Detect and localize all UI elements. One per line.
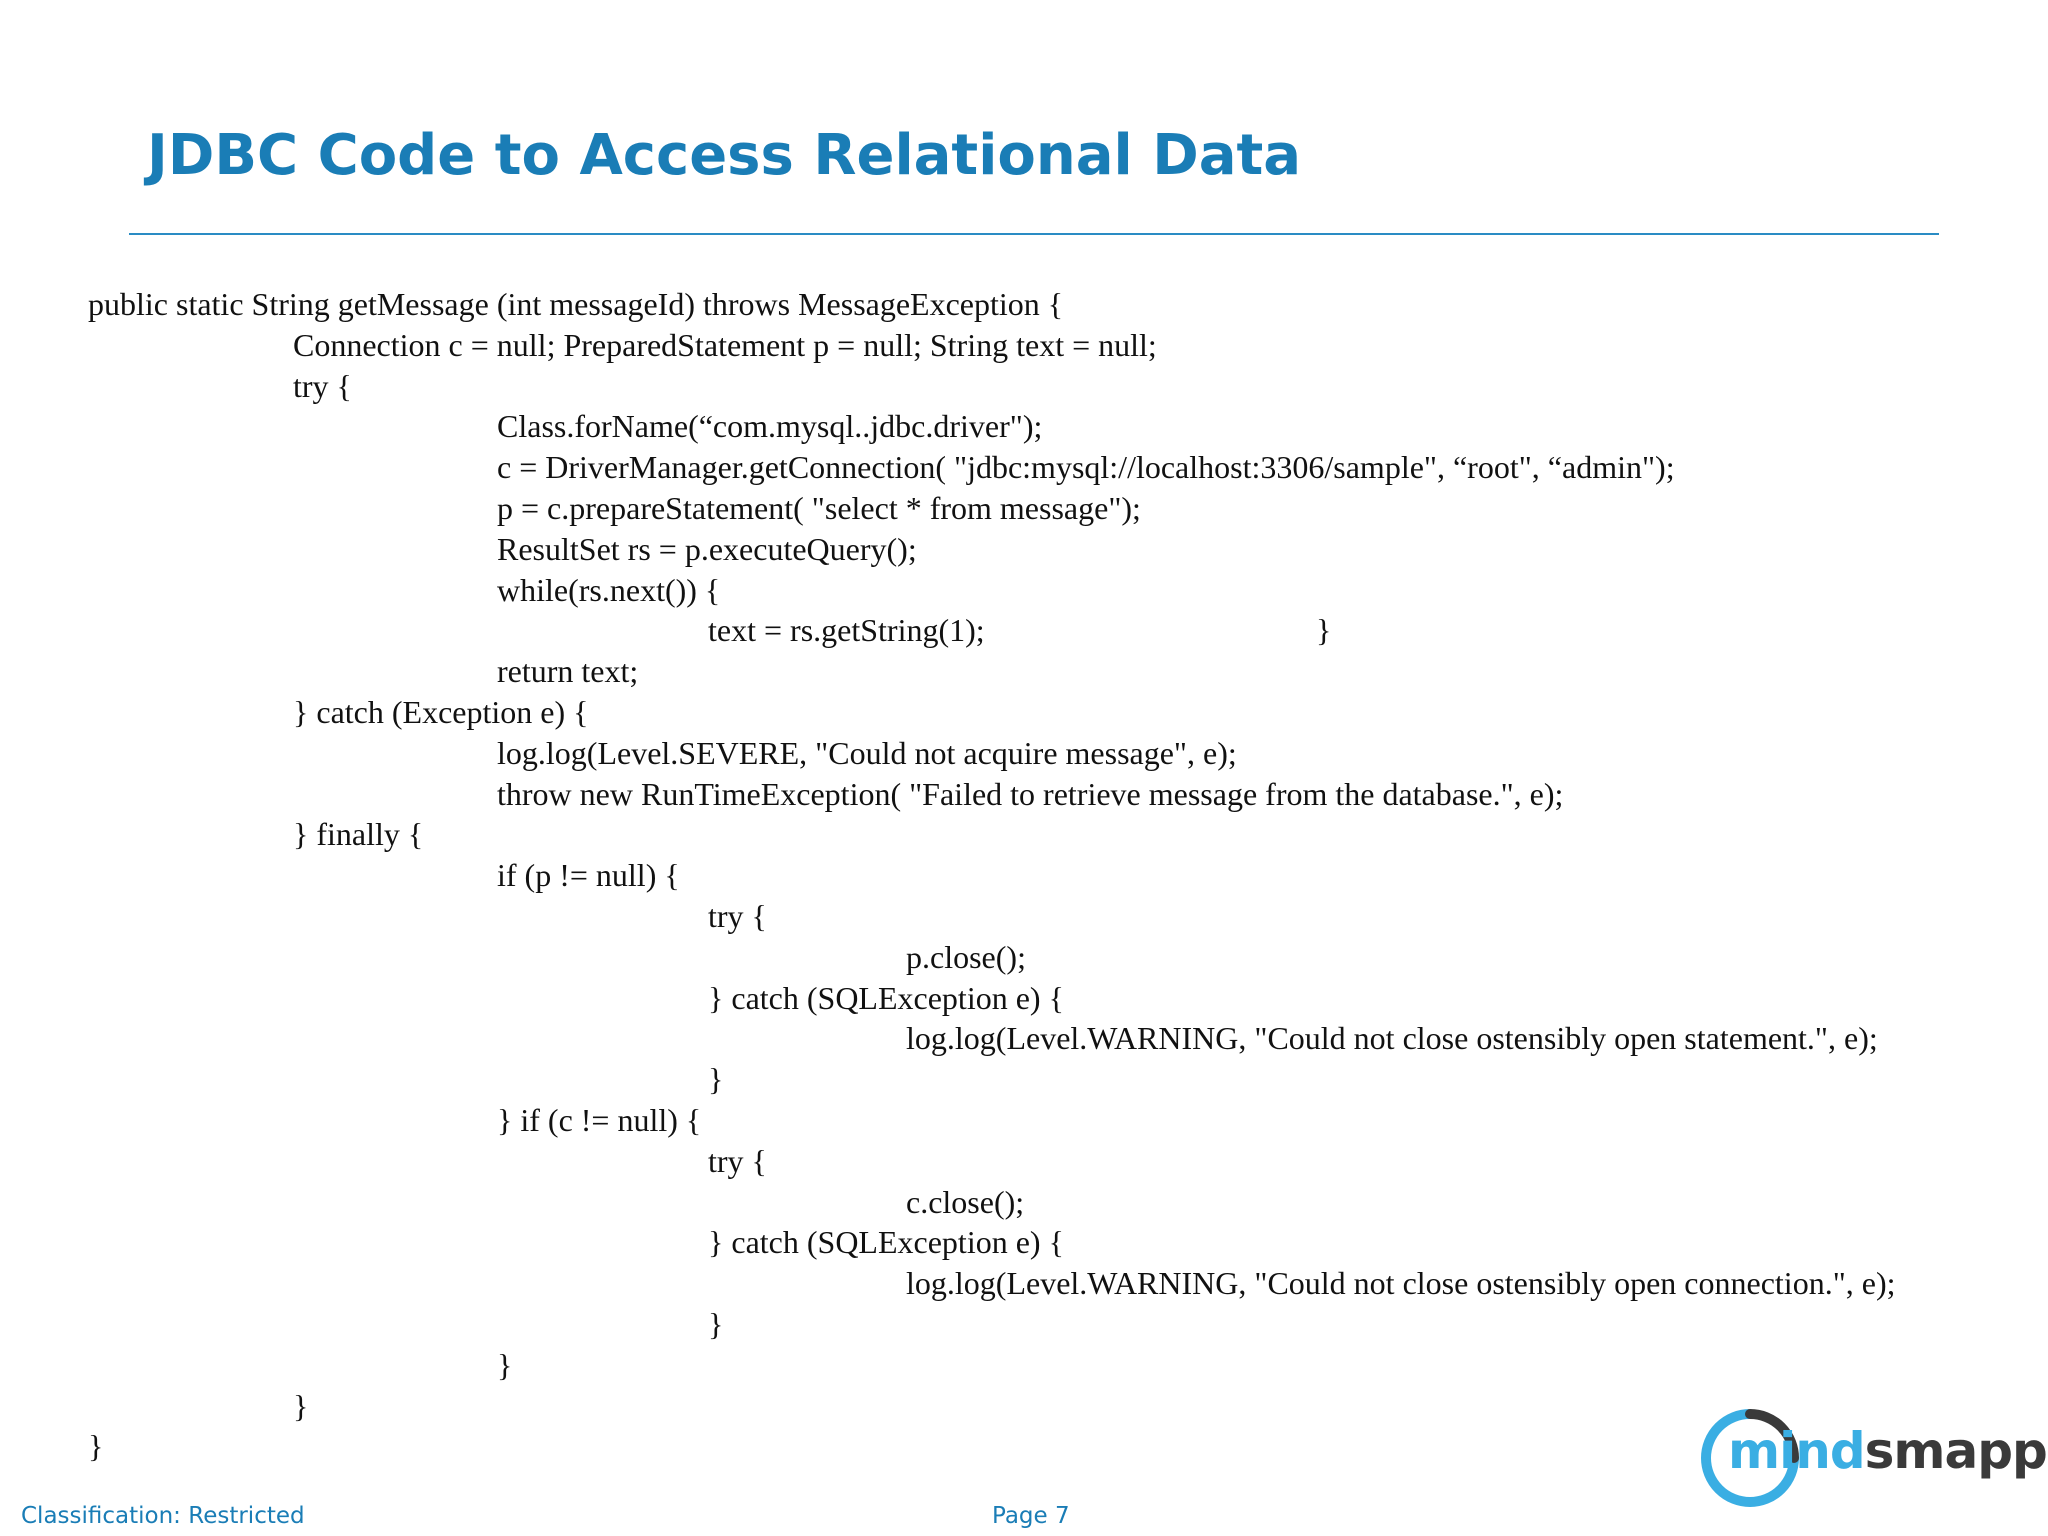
code-line: } [708, 1061, 724, 1098]
code-line: } [88, 1428, 104, 1465]
title-divider [129, 233, 1939, 235]
code-line: } [497, 1346, 513, 1383]
code-line: log.log(Level.WARNING, "Could not close … [906, 1265, 1896, 1302]
code-line: try { [708, 898, 767, 934]
code-line: try { [708, 1142, 767, 1179]
code-line: } catch (SQLException e) { [708, 979, 1064, 1016]
code-line: try { [293, 367, 352, 404]
code-line: p.close(); [906, 938, 1026, 975]
code-line: while(rs.next()) { [497, 571, 721, 608]
code-line-trailing-brace: } [1316, 612, 1332, 649]
code-line: if (p != null) { [497, 857, 680, 894]
code-line: Connection c = null; PreparedStatement p… [293, 326, 1157, 363]
code-line: ResultSet rs = p.executeQuery(); [497, 530, 917, 567]
logo-ring-icon [1701, 1409, 1799, 1507]
code-line: public static String getMessage (int mes… [88, 286, 1064, 322]
code-line: c = DriverManager.getConnection( "jdbc:m… [497, 449, 1675, 486]
mindsmapped-logo: mindsmapped [1700, 1404, 2048, 1520]
code-line: } catch (SQLException e) { [708, 1224, 1064, 1261]
page-number: Page 7 [992, 1503, 1070, 1529]
code-line: text = rs.getString(1); [708, 612, 985, 649]
logo-wordmark-mind: mind [1728, 1422, 1866, 1480]
logo-wordmark-smapped: smapped [1864, 1422, 2048, 1480]
code-line: log.log(Level.SEVERE, "Could not acquire… [497, 734, 1237, 771]
classification-label: Classification: Restricted [21, 1503, 305, 1529]
logo-wordmark: mindsmapped [1728, 1426, 2048, 1476]
code-line: Class.forName(“com.mysql..jdbc.driver"); [497, 408, 1043, 445]
code-line: return text; [497, 653, 639, 690]
code-line: throw new RunTimeException( "Failed to r… [497, 775, 1564, 812]
code-line: } [708, 1306, 724, 1342]
code-line: p = c.prepareStatement( "select * from m… [497, 490, 1141, 526]
slide-title: JDBC Code to Access Relational Data [147, 123, 1302, 188]
code-line: log.log(Level.WARNING, "Could not close … [906, 1020, 1878, 1057]
code-line: } finally { [293, 816, 424, 853]
code-line: c.close(); [906, 1183, 1025, 1220]
code-line: } [293, 1387, 309, 1424]
code-line: } if (c != null) { [497, 1102, 702, 1138]
code-line: } catch (Exception e) { [293, 694, 589, 730]
